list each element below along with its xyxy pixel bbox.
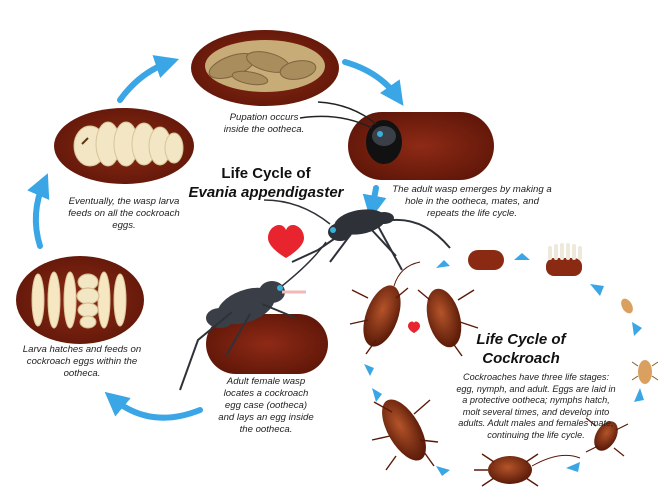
cockroach-cycle-title-line1: Life Cycle of bbox=[476, 331, 566, 348]
arrow-c4 bbox=[632, 322, 642, 336]
pupa-icon bbox=[208, 51, 317, 86]
caption-feeds: Eventually, the wasp larva feeds on all … bbox=[68, 196, 180, 231]
arrow-lays-to-hatches bbox=[104, 391, 203, 421]
wasp-cycle-title-line1: Life Cycle of bbox=[221, 165, 311, 182]
nymph-large-icon bbox=[585, 417, 629, 457]
arrow-c3 bbox=[590, 284, 604, 296]
arrow-c2 bbox=[514, 253, 530, 260]
ootheca-wasp-emerging bbox=[299, 101, 494, 180]
arrow-c6 bbox=[566, 462, 580, 472]
caption-hatches: Larva hatches and feeds on cockroach egg… bbox=[22, 344, 142, 379]
wasp-cycle-title-line2: Evania appendigaster bbox=[188, 184, 344, 201]
wasp-female-icon bbox=[179, 241, 327, 391]
cockroach-cycle-title: Life Cycle of Cockroach bbox=[456, 330, 586, 368]
emerging-wasp-icon bbox=[299, 101, 396, 146]
arrow-pupation-to-emerges bbox=[342, 59, 404, 106]
arrow-c5 bbox=[634, 388, 644, 402]
wasp-cycle-arrows bbox=[27, 55, 404, 421]
arrow-c7 bbox=[436, 466, 450, 476]
cockroach-cycle-title-line2: Cockroach bbox=[482, 350, 560, 367]
cockroach-eggs-icon bbox=[31, 271, 127, 329]
arrow-c1 bbox=[436, 260, 450, 268]
caption-emerges: The adult wasp emerges by making a hole … bbox=[392, 184, 552, 219]
caption-lays: Adult female wasp locates a cockroach eg… bbox=[218, 376, 314, 435]
arrow-hatches-to-feeds bbox=[27, 173, 50, 249]
cockroach-hatching-icon bbox=[546, 243, 582, 276]
wasp-cycle-title: Life Cycle of Evania appendigaster bbox=[186, 164, 346, 202]
cockroach-cycle-arrows bbox=[364, 253, 644, 476]
arrow-feeds-to-pupation bbox=[117, 55, 180, 103]
cockroach-ootheca-icon bbox=[468, 250, 504, 270]
wasp-male-icon bbox=[263, 199, 451, 271]
nymph-medium-icon bbox=[631, 360, 659, 384]
nymph-small-icon bbox=[621, 298, 633, 314]
ootheca-egg-laying bbox=[206, 314, 328, 374]
ootheca-larva-hatching bbox=[16, 256, 144, 344]
ootheca-larva-feeding bbox=[54, 108, 194, 184]
caption-cockroach-cycle: Cockroaches have three life stages: egg,… bbox=[456, 372, 616, 440]
cockroach-pair-icon bbox=[349, 261, 479, 357]
heart-small-icon bbox=[408, 321, 420, 333]
arrow-c8 bbox=[372, 388, 382, 402]
larva-hatchling-icon bbox=[76, 273, 100, 329]
arrow-emerges-to-title bbox=[362, 185, 387, 220]
arrow-c9 bbox=[364, 364, 374, 376]
larva-icon bbox=[73, 121, 184, 167]
heart-icon bbox=[268, 224, 304, 258]
nymph-adult-stage-icon bbox=[474, 453, 581, 487]
caption-pupation: Pupation occurs inside the ootheca. bbox=[223, 112, 305, 135]
ootheca-pupation bbox=[191, 30, 339, 106]
cockroach-adult-icon bbox=[371, 399, 439, 471]
